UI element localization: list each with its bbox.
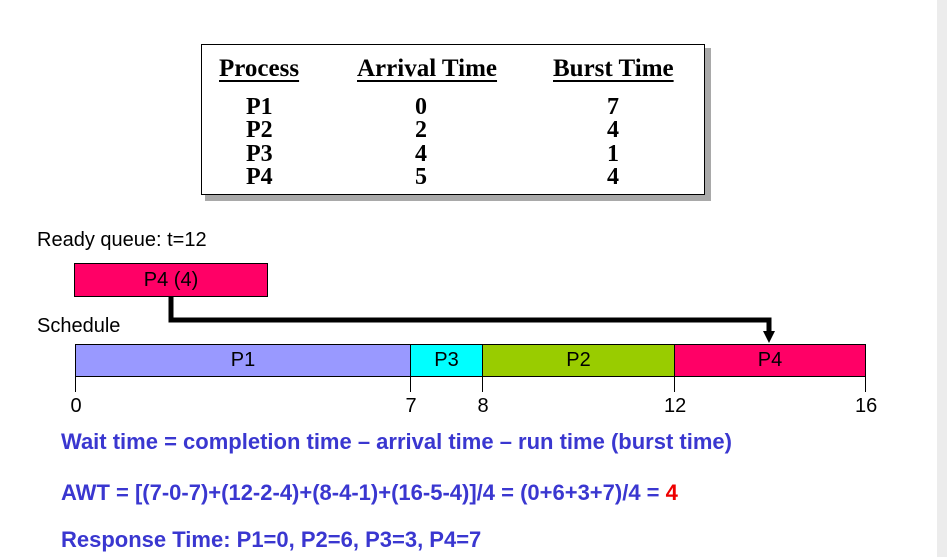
header-burst-time: Burst Time — [553, 55, 674, 82]
cell-arrival: 4 — [415, 141, 427, 167]
cell-arrival: 0 — [415, 94, 427, 120]
header-process: Process — [219, 55, 300, 82]
average-wait-time: AWT = [(7-0-7)+(12-2-4)+(8-4-1)+(16-5-4)… — [61, 480, 678, 506]
time-tick — [75, 376, 76, 392]
header-arrival-time: Arrival Time — [357, 55, 498, 82]
wait-time-definition: Wait time = completion time – arrival ti… — [61, 429, 732, 454]
time-tick-label: 8 — [477, 395, 489, 417]
ready-queue-item: P4 (4) — [74, 263, 268, 297]
time-tick — [865, 376, 866, 392]
gantt-segment-p4: P4 — [674, 344, 866, 377]
gantt-segment-p2: P2 — [482, 344, 675, 377]
cell-burst: 1 — [607, 141, 619, 167]
cell-arrival: 5 — [415, 164, 427, 190]
ready-queue-label: Ready queue: t=12 — [37, 229, 207, 251]
time-tick — [674, 376, 675, 392]
cell-burst: 4 — [607, 164, 619, 190]
gantt-segment-p3: P3 — [410, 344, 483, 377]
time-tick-label: 12 — [664, 395, 687, 417]
cell-arrival: 2 — [415, 117, 427, 143]
cell-process: P2 — [246, 117, 273, 143]
cell-process: P4 — [246, 164, 273, 190]
response-time: Response Time: P1=0, P2=6, P3=3, P4=7 — [61, 527, 482, 552]
time-tick-label: 7 — [405, 395, 417, 417]
time-tick-label: 16 — [855, 395, 878, 417]
right-edge-strip — [937, 0, 947, 557]
cell-process: P3 — [246, 141, 273, 167]
awt-result: 4 — [665, 480, 678, 505]
awt-formula: AWT = [(7-0-7)+(12-2-4)+(8-4-1)+(16-5-4)… — [61, 480, 666, 505]
schedule-label: Schedule — [37, 315, 121, 337]
time-tick-label: 0 — [70, 395, 82, 417]
gantt-segment-p1: P1 — [75, 344, 411, 377]
cell-burst: 4 — [607, 117, 619, 143]
cell-burst: 7 — [607, 94, 619, 120]
cell-process: P1 — [246, 94, 273, 120]
process-table: Process Arrival Time Burst Time P1 0 7 P… — [201, 44, 705, 195]
time-tick — [410, 376, 411, 392]
time-tick — [482, 376, 483, 392]
